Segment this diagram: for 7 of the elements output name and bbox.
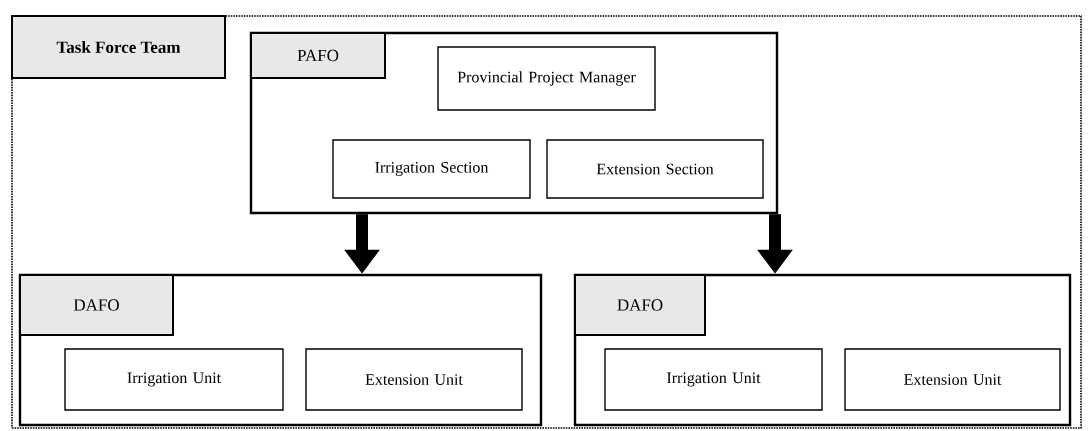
unit-box: Extension Section xyxy=(546,139,764,199)
unit-box: Extension Unit xyxy=(305,348,523,411)
unit-box: Irrigation Unit xyxy=(64,348,284,411)
unit-box: Provincial Project Manager xyxy=(437,46,656,111)
unit-box: Extension Unit xyxy=(844,348,1061,411)
unit-box: Irrigation Section xyxy=(332,139,531,199)
unit-box: Irrigation Unit xyxy=(604,348,823,411)
